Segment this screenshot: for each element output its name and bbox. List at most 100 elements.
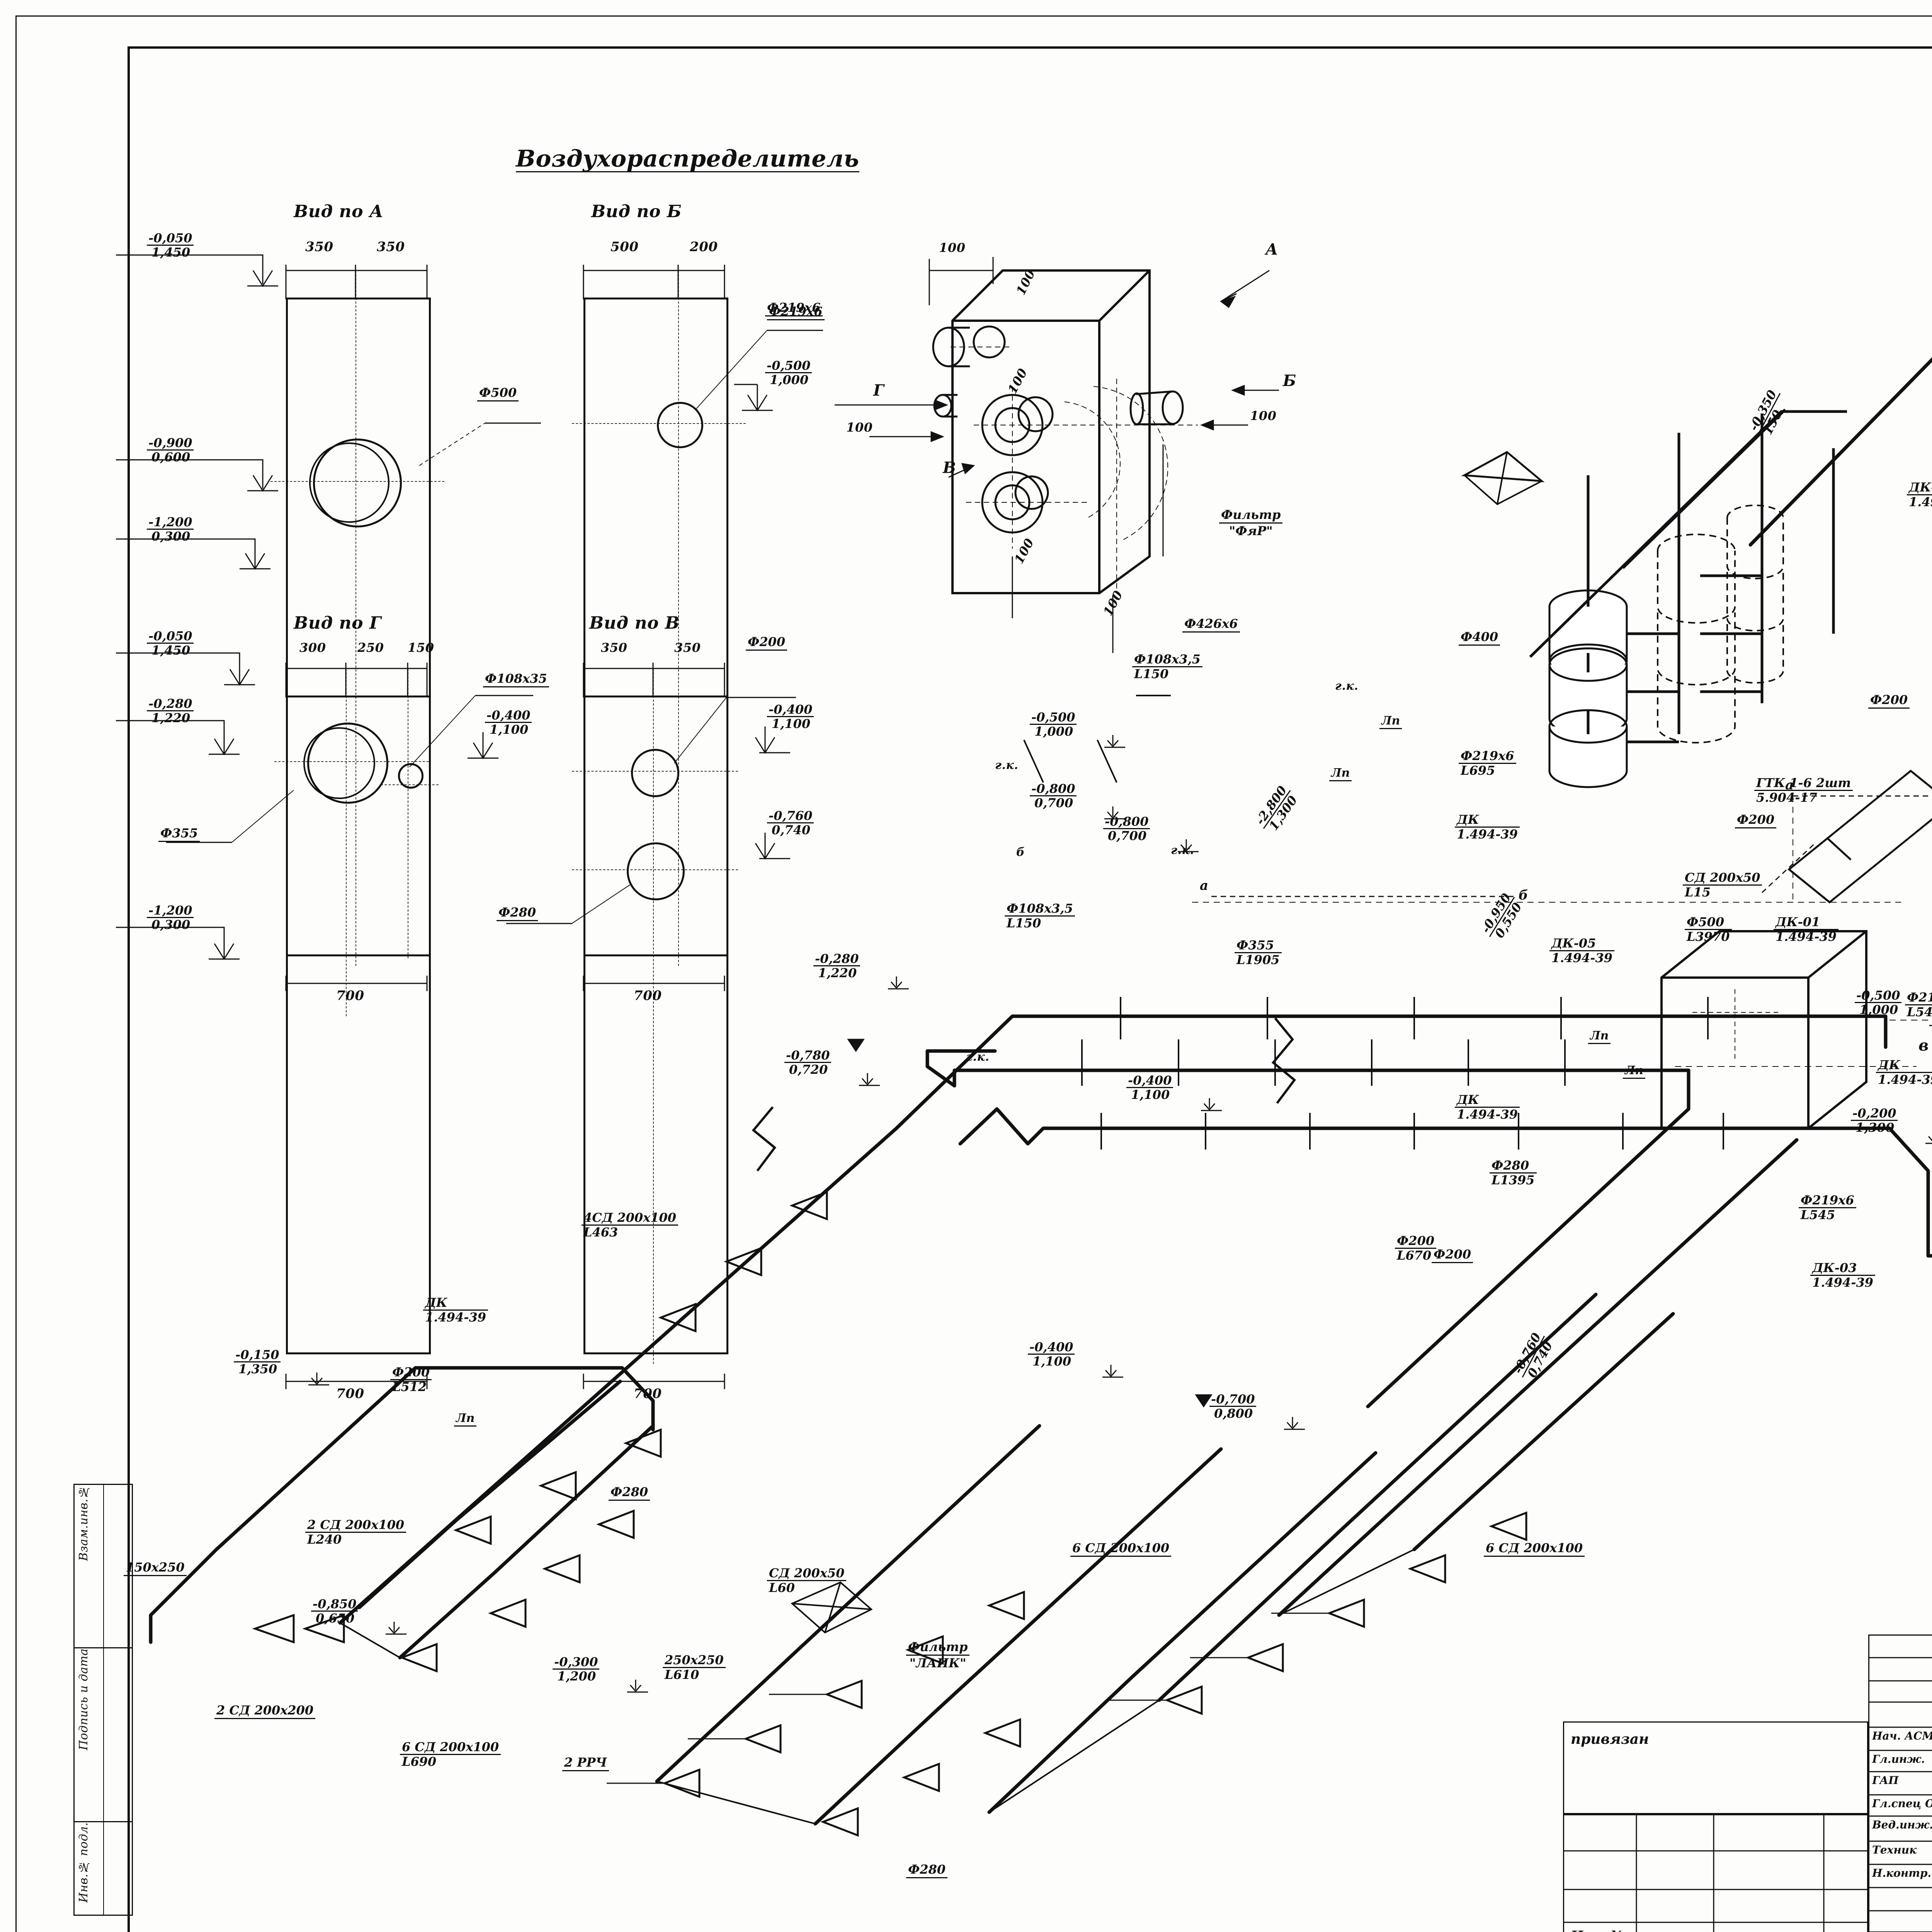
f-dk-bl-numerator: ДК	[425, 1295, 447, 1310]
f-200-l670-numerator: Ф200	[1397, 1233, 1435, 1248]
view-b-dim-bottom: 700	[634, 988, 662, 1003]
e4-top: -0,280	[815, 951, 859, 966]
f-108x35-l150-numerator: Ф108х3,5	[1134, 652, 1201, 667]
e6-arrow	[1198, 1098, 1229, 1115]
e8-arrow	[1281, 1417, 1312, 1434]
e7-top: -0,400	[1029, 1340, 1073, 1354]
f-dk-06-denominator: 1.494-39	[1907, 494, 1932, 509]
f-200-l670-denominator: L670	[1395, 1247, 1437, 1262]
filter-laik-2: Фильтр "ЛАИК"	[906, 1640, 970, 1670]
e16-arrow	[1922, 1131, 1932, 1148]
mark-lp-4: Лп	[454, 1412, 477, 1427]
f-dk-bl-denominator: 1.494-39	[423, 1309, 488, 1324]
view-a-outline	[286, 298, 431, 956]
e4-arrow	[885, 976, 916, 993]
f-2sd200x100-denominator: L240	[305, 1531, 406, 1546]
view-v-elev-1: -0,760 0,740	[767, 810, 814, 836]
f-sd200x50-l15-numerator: СД 200х50	[1685, 870, 1760, 885]
f-355-l1905-numerator: Ф355	[1236, 938, 1274, 952]
mark-lp-1: Лп	[1329, 767, 1352, 781]
view-g-small-hole	[398, 763, 423, 789]
d-2sd200x200: 2 СД 200х200	[214, 1704, 316, 1719]
e2-top: -0,800	[1031, 781, 1075, 796]
label-2rr4: 2 РРЧ	[562, 1756, 609, 1771]
f-dk-03-numerator: ДК-03	[1812, 1260, 1857, 1275]
view-mark-b: Б	[1283, 372, 1296, 390]
role-label-6: Н.контр.	[1872, 1867, 1932, 1879]
e2-arrow	[1101, 806, 1132, 823]
view-g-title: Вид по Г	[294, 613, 381, 633]
e10-top: -0,850	[313, 1597, 357, 1611]
view-v-dim-left: 350	[601, 640, 628, 655]
d-150x250: 150х250	[124, 1561, 187, 1576]
f-dk-c3-denominator: 1.494-39	[1876, 1071, 1932, 1086]
view-v-hole-bottom	[627, 842, 685, 900]
f-4sd200x100-denominator: L463	[582, 1224, 678, 1239]
view-g-elev-3: -0,400 1,100	[485, 709, 532, 736]
view-g-centerline-v	[346, 668, 347, 1016]
f-219x6-l545-denominator: L545	[1905, 1004, 1932, 1019]
e5-top: -0,780	[786, 1048, 830, 1063]
inv-number-label: Инв. №	[1571, 1928, 1625, 1932]
view-v-hole-top	[631, 749, 679, 797]
d-200-c1: Ф200	[1868, 693, 1910, 709]
f-219x6-l545b-numerator: Ф219х6	[1801, 1193, 1854, 1208]
view-a-hole-label: Ф500	[477, 386, 519, 401]
detail-dim-100-4: 100	[846, 420, 873, 435]
sheet-frame-outer	[15, 15, 1932, 1932]
view-v-dim-right: 350	[674, 640, 701, 655]
view-g-hole-inner	[303, 727, 375, 799]
f-6sd200x100-numerator: 6 СД 200х100	[402, 1740, 499, 1754]
e18-top: -0,500	[1856, 988, 1900, 1003]
view-g-small-hole-label: Ф108х35	[483, 672, 549, 687]
view-mark-g: Г	[873, 381, 884, 400]
view-g-elev-2: -1,200 0,300	[147, 904, 194, 931]
role-label-2: ГАП	[1872, 1774, 1899, 1787]
view-a-centerline-v	[355, 270, 356, 966]
role-label-4: Вед.инж.	[1872, 1818, 1932, 1831]
f-gtk16-numerator: ГТК 1-6 2шт	[1756, 776, 1851, 790]
role-label-3: Гл.спец ОВ	[1872, 1797, 1932, 1810]
mark-lp-2: Лп	[1588, 1030, 1611, 1044]
f-200-l512-denominator: L512	[390, 1379, 432, 1393]
view-a-hole-inner	[309, 442, 389, 523]
e1-bot: 1,000	[1030, 724, 1077, 738]
f-dk-05-denominator: 1.494-39	[1549, 950, 1615, 964]
e8-bot: 0,800	[1209, 1406, 1257, 1420]
e3-bot: 0,700	[1103, 828, 1150, 842]
attached-box	[1563, 1721, 1868, 1814]
f-sd200x50-l15-denominator: L15	[1683, 884, 1762, 899]
mark-a-node: а	[1200, 878, 1209, 893]
f-2sd200x100-numerator: 2 СД 200х100	[307, 1517, 405, 1532]
e16-top: -0,200	[1852, 1106, 1896, 1121]
view-g-dim-1: 300	[299, 640, 326, 655]
view-g-dim-3: 150	[408, 640, 434, 655]
e11-top: -0,300	[554, 1655, 598, 1669]
view-v-hole-label-top: Ф200	[746, 635, 787, 651]
f-6sd200x100-denominator: L690	[400, 1753, 501, 1768]
f-200-l512-numerator: Ф200	[392, 1365, 430, 1379]
f-gtk16-denominator: 5.904-17	[1754, 789, 1853, 804]
f-sd200x50-l60-denominator: L60	[767, 1580, 847, 1594]
f-219x6-l695-numerator: Ф219х6	[1461, 748, 1514, 763]
e2-bot: 0,700	[1030, 795, 1077, 809]
